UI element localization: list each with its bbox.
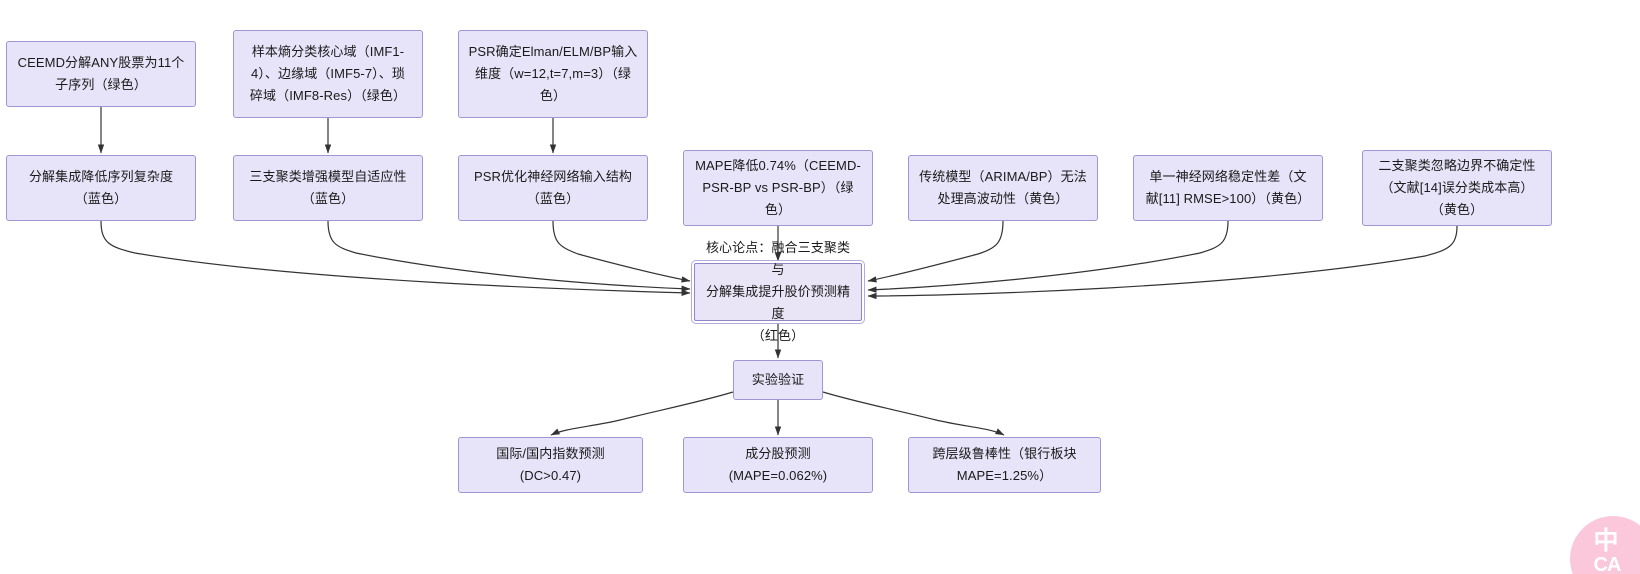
- edge-n5-core: [327, 220, 691, 292]
- node-label: MAPE降低0.74%（CEEMD- PSR-BP vs PSR-BP）（绿 色…: [695, 158, 861, 217]
- node-two-way-clustering-boundary[interactable]: 二支聚类忽略边界不确定性 （文献[14]误分类成本高） （黄色）: [1362, 150, 1552, 226]
- edge-n10-core: [867, 225, 1458, 300]
- node-result-index-forecast[interactable]: 国际/国内指数预测 (DC>0.47): [458, 437, 643, 493]
- node-label: 跨层级鲁棒性（银行板块 MAPE=1.25%）: [932, 446, 1077, 483]
- watermark-line-1: 中: [1593, 527, 1619, 555]
- edge-n4-core: [100, 220, 691, 296]
- node-psr-optimizes-network-input[interactable]: PSR优化神经网络输入结构 （蓝色）: [458, 155, 648, 221]
- node-label: PSR确定Elman/ELM/BP输入 维度（w=12,t=7,m=3）（绿 色…: [468, 44, 638, 103]
- edge-valid-r1: [550, 391, 734, 436]
- node-ceemd-decomposition[interactable]: CEEMD分解ANY股票为11个 子序列（绿色）: [6, 41, 196, 107]
- node-traditional-model-limitation[interactable]: 传统模型（ARIMA/BP）无法 处理高波动性（黄色）: [908, 155, 1098, 221]
- node-label: 分解集成降低序列复杂度 （蓝色）: [28, 169, 174, 206]
- node-label: 传统模型（ARIMA/BP）无法 处理高波动性（黄色）: [919, 169, 1087, 206]
- node-label: 实验验证: [751, 372, 805, 387]
- edge-n6-core: [552, 220, 691, 283]
- node-core-thesis[interactable]: 核心论点：融合三支聚类与 分解集成提升股价预测精度 （红色）: [691, 240, 865, 343]
- watermark-line-2: CA: [1593, 554, 1622, 574]
- node-label: 三支聚类增强模型自适应性 （蓝色）: [249, 169, 407, 206]
- node-decomposition-reduces-complexity[interactable]: 分解集成降低序列复杂度 （蓝色）: [6, 155, 196, 221]
- node-label: 国际/国内指数预测 (DC>0.47): [496, 446, 605, 483]
- node-label: 成分股预测 (MAPE=0.062%): [728, 446, 828, 483]
- node-label: CEEMD分解ANY股票为11个 子序列（绿色）: [17, 55, 185, 92]
- edge-n9-core: [867, 220, 1229, 293]
- node-label: 单一神经网络稳定性差（文 献[11] RMSE>100）（黄色）: [1145, 169, 1311, 206]
- edge-n8-core: [867, 220, 1004, 283]
- edge-valid-r3: [822, 391, 1005, 436]
- node-single-network-instability[interactable]: 单一神经网络稳定性差（文 献[11] RMSE>100）（黄色）: [1133, 155, 1323, 221]
- node-result-constituent-stock-forecast[interactable]: 成分股预测 (MAPE=0.062%): [683, 437, 873, 493]
- node-mape-improvement[interactable]: MAPE降低0.74%（CEEMD- PSR-BP vs PSR-BP）（绿 色…: [683, 150, 873, 226]
- node-label: PSR优化神经网络输入结构 （蓝色）: [473, 169, 633, 206]
- node-label: 核心论点：融合三支聚类与 分解集成提升股价预测精度 （红色）: [705, 240, 851, 343]
- node-result-cross-level-robustness[interactable]: 跨层级鲁棒性（银行板块 MAPE=1.25%）: [908, 437, 1101, 493]
- node-sample-entropy-domains[interactable]: 样本熵分类核心域（IMF1- 4）、边缘域（IMF5-7）、琐 碎域（IMF8-…: [233, 30, 423, 118]
- node-label: 二支聚类忽略边界不确定性 （文献[14]误分类成本高） （黄色）: [1378, 158, 1536, 217]
- node-psr-input-dimension[interactable]: PSR确定Elman/ELM/BP输入 维度（w=12,t=7,m=3）（绿 色…: [458, 30, 648, 118]
- node-three-way-clustering-adaptivity[interactable]: 三支聚类增强模型自适应性 （蓝色）: [233, 155, 423, 221]
- node-experimental-validation[interactable]: 实验验证: [733, 360, 823, 400]
- watermark-badge: 中 CA: [1570, 516, 1640, 574]
- node-label: 样本熵分类核心域（IMF1- 4）、边缘域（IMF5-7）、琐 碎域（IMF8-…: [249, 44, 407, 103]
